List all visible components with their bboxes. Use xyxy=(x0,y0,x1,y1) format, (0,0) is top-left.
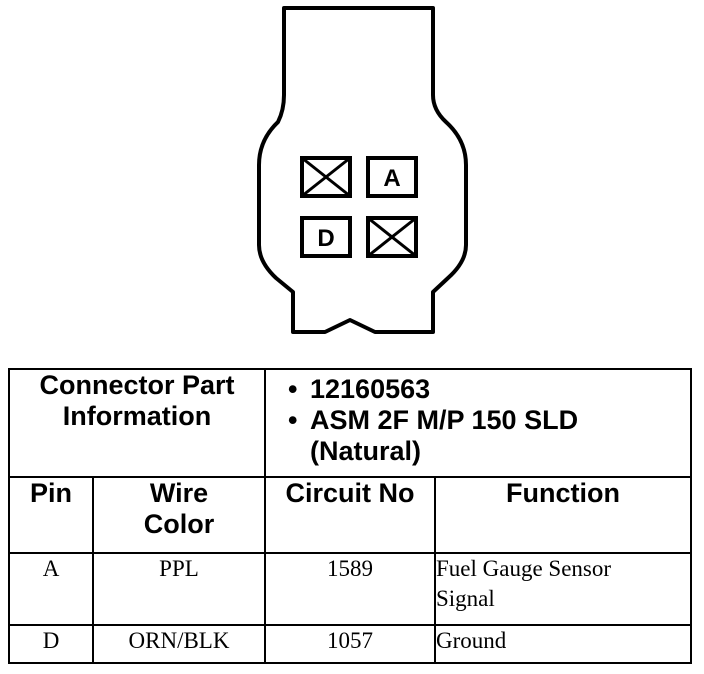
connector-housing-outline xyxy=(257,6,468,334)
part-number-item-continued: (Natural) xyxy=(310,436,422,466)
row-wire-color-cell: PPL xyxy=(92,552,266,626)
col-header-pin: Pin xyxy=(8,476,94,554)
pin-a-label: A xyxy=(383,165,400,192)
col-header-pin-label: Pin xyxy=(29,478,72,508)
part-number-item: 12160563 xyxy=(288,374,690,405)
row-function-line-2: Signal xyxy=(436,586,495,611)
row-wire-color-cell: ORN/BLK xyxy=(92,624,266,664)
part-info-label-line-1: Connector Part xyxy=(39,370,235,400)
row-circuit-no-cell: 1057 xyxy=(264,624,436,664)
col-header-wire-color: Wire Color xyxy=(92,476,266,554)
connector-info-table: Connector Part Information 12160563 ASM … xyxy=(8,368,693,664)
column-header-row: Pin Wire Color Circuit No Function xyxy=(8,476,693,554)
col-header-wire-color-line-1: Wire xyxy=(149,478,209,508)
col-header-function: Function xyxy=(433,476,693,554)
cavity-pin-a: A xyxy=(366,156,418,198)
cavity-pin-d: D xyxy=(300,216,352,258)
part-number-item: ASM 2F M/P 150 SLD xyxy=(288,405,690,436)
pin-d-label: D xyxy=(317,225,334,252)
part-numbers-cell: 12160563 ASM 2F M/P 150 SLD (Natural) xyxy=(263,368,693,478)
connector-face-diagram: A D xyxy=(257,6,468,334)
row-circuit-no-cell: 1589 xyxy=(264,552,436,626)
table-row: A PPL 1589 Fuel Gauge Sensor Signal xyxy=(8,552,693,626)
part-info-row: Connector Part Information 12160563 ASM … xyxy=(8,368,693,478)
row-function-cell: Ground xyxy=(433,624,693,664)
row-function-line-1: Fuel Gauge Sensor xyxy=(436,556,612,581)
col-header-circuit-no: Circuit No xyxy=(264,476,436,554)
row-pin-cell: D xyxy=(8,624,94,664)
row-pin-cell: A xyxy=(8,552,94,626)
part-info-label-line-2: Information xyxy=(62,401,212,431)
col-header-wire-color-line-2: Color xyxy=(143,509,215,539)
part-number-list: 12160563 ASM 2F M/P 150 SLD (Natural) xyxy=(266,370,690,471)
col-header-circuit-no-label: Circuit No xyxy=(285,478,415,508)
row-function-cell: Fuel Gauge Sensor Signal xyxy=(433,552,693,626)
cavity-empty-top-left xyxy=(300,156,352,198)
table-row: D ORN/BLK 1057 Ground xyxy=(8,624,693,664)
cavity-empty-bottom-right xyxy=(366,216,418,258)
col-header-function-label: Function xyxy=(506,478,620,508)
part-info-label-cell: Connector Part Information xyxy=(8,368,266,478)
